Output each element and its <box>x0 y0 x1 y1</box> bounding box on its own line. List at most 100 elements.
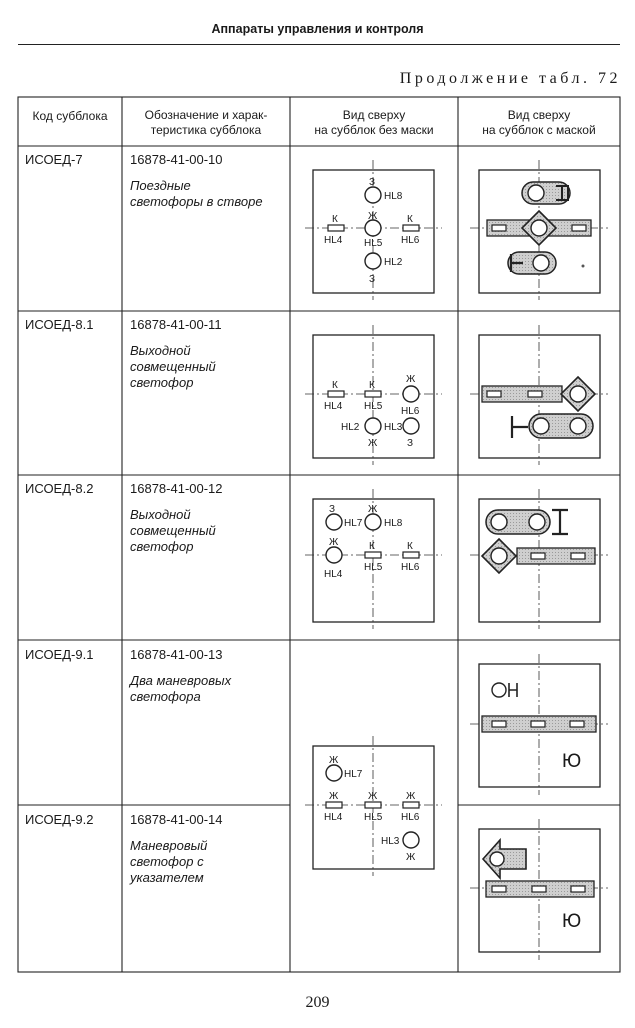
signal-lamp <box>402 417 420 435</box>
color-label: Ж <box>406 374 416 385</box>
lamp-label: HL4 <box>324 569 343 580</box>
color-label: З <box>369 177 375 188</box>
signal-lamp <box>364 252 382 270</box>
lamp-label: HL2 <box>384 257 403 268</box>
page-number: 209 <box>305 994 330 1011</box>
subblock-description: светофоры в створе <box>130 194 263 209</box>
color-label: Ж <box>406 852 416 863</box>
lamp-label: HL4 <box>324 401 343 412</box>
column-header-view-mask: на субблок с маской <box>482 123 595 137</box>
diagram-no-mask-isoed-8-2: З HL7 Ж HL8 Ж HL4 К HL5 К HL6 <box>305 489 442 629</box>
signal-lamp <box>364 186 382 204</box>
subblock-code: ИСОЕД-9.1 <box>25 647 93 662</box>
signal-lamp <box>402 831 420 849</box>
signal-lamp <box>364 417 382 435</box>
color-label: Ж <box>368 211 378 222</box>
diagram-mask-isoed-7 <box>470 160 608 300</box>
column-header-view-no-mask: на субблок без маски <box>314 123 433 137</box>
lamp-label: HL5 <box>364 401 383 412</box>
subblock-designation: 16878-41-00-11 <box>130 317 222 332</box>
signal-lens <box>364 551 382 559</box>
subblock-code: ИСОЕД-9.2 <box>25 812 93 827</box>
diagram-no-mask-isoed-8-1: К HL4 К HL5 Ж HL6 HL2 Ж HL3 З <box>305 325 442 465</box>
subblock-description: Маневровый <box>130 838 207 853</box>
table-caption: Продолжение табл. 72 <box>399 70 621 87</box>
lamp-label: HL5 <box>364 812 383 823</box>
subblock-code: ИСОЕД-8.1 <box>25 317 93 332</box>
column-header-view-no-mask: Вид сверху <box>343 108 406 122</box>
diagram-mask-isoed-8-2 <box>470 489 608 629</box>
diagram-mask-isoed-8-1 <box>470 325 608 465</box>
table-grid <box>17 96 621 973</box>
subblock-code: ИСОЕД-7 <box>25 152 83 167</box>
lamp-label: HL8 <box>384 518 403 529</box>
lamp-label: HL6 <box>401 235 420 246</box>
running-title: Аппараты управления и контроля <box>211 22 424 36</box>
subblock-description: Выходной <box>130 507 191 522</box>
color-label: Ж <box>329 537 339 548</box>
subblock-description: светофор <box>130 375 193 390</box>
color-label: Ж <box>329 791 339 802</box>
diagram-mask-isoed-9-1: Ю <box>470 654 608 795</box>
color-label: Ж <box>329 755 339 766</box>
lamp-label: HL3 <box>384 422 403 433</box>
subblock-description: светофор с <box>130 854 204 869</box>
signal-lens <box>402 551 420 559</box>
column-header-designation: теристика субблока <box>151 123 262 137</box>
color-label: З <box>369 274 375 285</box>
color-label: К <box>369 380 375 391</box>
signal-lamp <box>325 764 343 782</box>
color-label: Ж <box>368 791 378 802</box>
lamp-label: HL6 <box>401 812 420 823</box>
signal-lens <box>364 801 382 809</box>
lamp-label: HL5 <box>364 238 383 249</box>
signal-lamp <box>402 385 420 403</box>
column-header-code: Код субблока <box>32 109 107 123</box>
signal-lamp <box>364 219 382 237</box>
signal-lamp <box>364 513 382 531</box>
color-label: Ю <box>562 911 581 932</box>
lamp-label: HL6 <box>401 562 420 573</box>
signal-lens <box>325 801 343 809</box>
lamp-label: HL3 <box>381 836 400 847</box>
subblock-designation: 16878-41-00-14 <box>130 812 223 827</box>
subblock-description: указателем <box>129 870 204 885</box>
signal-lens <box>402 801 420 809</box>
subblock-description: Поездные <box>130 178 191 193</box>
lamp-label: HL4 <box>324 812 343 823</box>
lamp-label: HL5 <box>364 562 383 573</box>
subblock-description: Выходной <box>130 343 191 358</box>
subblock-code: ИСОЕД-8.2 <box>25 481 93 496</box>
color-label: З <box>407 438 413 449</box>
color-label: Ж <box>406 791 416 802</box>
color-label: К <box>332 214 338 225</box>
color-label: З <box>329 504 335 515</box>
signal-lens <box>327 224 345 232</box>
signal-lens <box>402 224 420 232</box>
lamp-label: HL2 <box>341 422 360 433</box>
subblock-description: светофора <box>130 689 201 704</box>
color-label: К <box>407 214 413 225</box>
lamp-label: HL6 <box>401 406 420 417</box>
color-label: Ю <box>562 751 581 772</box>
color-label: К <box>369 541 375 552</box>
diagram-mask-isoed-9-2: Ю <box>470 819 608 960</box>
lamp-label: HL4 <box>324 235 343 246</box>
color-label: Ж <box>368 504 378 515</box>
subblock-description: светофор <box>130 539 193 554</box>
column-header-designation: Обозначение и харак- <box>145 108 268 122</box>
diagram-no-mask-isoed-7: З HL8 Ж HL5 К HL4 К HL6 HL2 З <box>305 160 442 300</box>
diagram-no-mask-isoed-9: Ж HL7 Ж HL4 Ж HL5 Ж HL6 HL3 Ж <box>305 736 442 876</box>
lamp-label: HL7 <box>344 769 363 780</box>
header-rule <box>18 44 620 45</box>
lamp-label: HL8 <box>384 191 403 202</box>
signal-lens <box>364 390 382 398</box>
signal-lens <box>327 390 345 398</box>
signal-lamp <box>325 513 343 531</box>
color-label: К <box>332 380 338 391</box>
subblock-designation: 16878-41-00-13 <box>130 647 223 662</box>
subblock-designation: 16878-41-00-10 <box>130 152 223 167</box>
subblock-description: Два маневровых <box>128 673 232 688</box>
column-header-view-mask: Вид сверху <box>508 108 571 122</box>
